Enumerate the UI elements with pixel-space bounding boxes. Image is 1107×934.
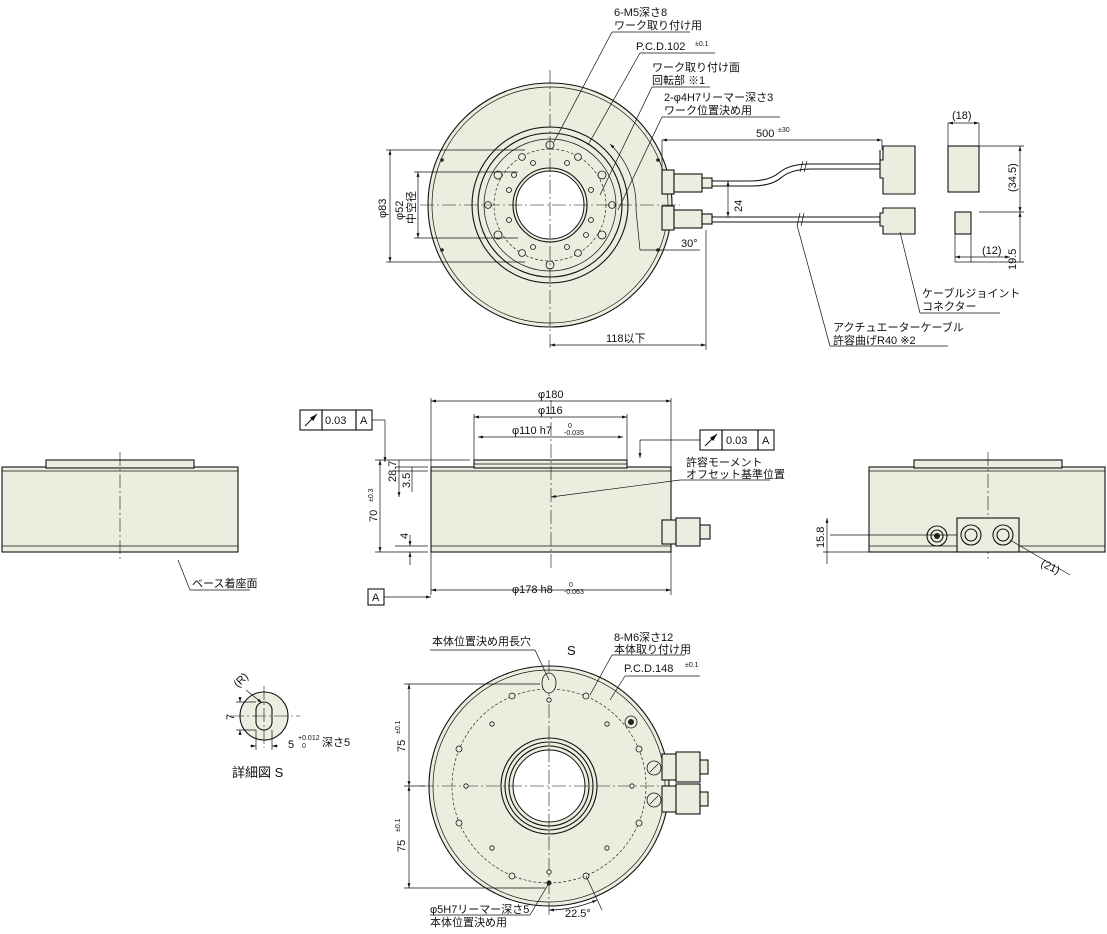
bend-label: 許容曲げR40 ※2: [833, 333, 916, 347]
dim-18: (18): [952, 110, 972, 122]
joint-label: ケーブルジョイント: [922, 286, 1020, 300]
detail-dim7: 7: [225, 714, 237, 720]
dim-500-tol: ±30: [778, 127, 790, 134]
dim-110-up: 0: [568, 423, 572, 430]
dim-70: 70: [368, 510, 380, 522]
dim-30deg: 30°: [681, 238, 698, 250]
dim-83: φ83: [377, 199, 389, 218]
m6-label: 8-M6深さ12: [614, 631, 673, 644]
top-connectors: [661, 145, 916, 235]
dim-70-tol: ±0.3: [368, 488, 375, 502]
base-face-label: ベース着座面: [192, 576, 257, 590]
dim-52: φ52: [394, 201, 406, 220]
side-view-center: [430, 400, 711, 570]
dim-118: 118以下: [606, 333, 646, 345]
m5-use-label: ワーク取り付け用: [614, 19, 702, 32]
dim-178-lo: -0.063: [564, 589, 584, 596]
dim-75a-tol: ±0.1: [395, 720, 402, 734]
connector-end-view-upper: [947, 145, 980, 193]
tol2-value: 0.03: [726, 435, 747, 447]
dim-345: (34.5): [1007, 163, 1019, 192]
dim-287: 28.7: [387, 461, 399, 482]
dim-195: 19.5: [1007, 249, 1019, 270]
dim-12: (12): [982, 245, 1002, 257]
cable-label: アクチュエーターケーブル: [833, 320, 964, 334]
dim-116: φ116: [538, 405, 563, 417]
dim-75a: 75: [396, 740, 408, 752]
side-view-left: [1, 452, 239, 560]
detail-dim5: 5: [288, 739, 294, 751]
side-annotations: [177, 398, 1071, 606]
bottom-annotations: [404, 649, 700, 916]
top-annotations: [386, 31, 1024, 350]
dim-75b-tol: ±0.1: [395, 818, 402, 832]
tol1-value: 0.03: [325, 415, 346, 427]
dim-178-up: 0: [569, 582, 573, 589]
reamer5-use-label: 本体位置決め用: [430, 915, 507, 929]
pcd102-tol: ±0.1: [695, 41, 709, 48]
bottom-bolt-holes: [455, 672, 662, 886]
m6-use-label: 本体取り付け用: [614, 642, 691, 656]
dim-75b: 75: [396, 840, 408, 852]
hollow-label: 中空径: [404, 191, 418, 224]
reamer-label: 2-φ4H7リーマー深さ3: [664, 91, 773, 104]
connector-end-view-lower: [954, 211, 972, 235]
rot-face-label2: 回転部 ※1: [652, 73, 705, 87]
pcd148-label: P.C.D.148: [624, 663, 673, 675]
bottom-view: [404, 649, 709, 916]
dim-178: φ178 h8: [512, 584, 553, 596]
pcd148-tol: ±0.1: [685, 662, 699, 669]
moment-label: 許容モーメント: [686, 455, 763, 469]
dim-35: 3.5: [401, 473, 413, 488]
dim-110-lo: -0.035: [564, 430, 584, 437]
detail-dim5-lo: 0: [302, 743, 306, 750]
tol2-ref: A: [762, 435, 770, 447]
detail-s: [230, 686, 300, 750]
dim-4: 4: [399, 533, 411, 539]
dim-500: 500: [756, 128, 774, 140]
dim-225: 22.5°: [565, 908, 591, 920]
moment-label2: オフセット基準位置: [686, 467, 785, 481]
dim-180: φ180: [538, 389, 564, 401]
m5-label: 6-M5深さ8: [614, 6, 667, 19]
tol1-ref: A: [360, 415, 368, 427]
side-view-right: [830, 452, 1106, 560]
dim-158: 15.8: [815, 527, 827, 548]
dim-24: 24: [733, 200, 745, 212]
top-view: 6-M5深さ8 ワーク取り付け用 P.C.D.102 ±0.1 ワーク取り付け面…: [377, 6, 1024, 350]
reamer-use-label: ワーク位置決め用: [664, 103, 752, 117]
reamer5-label: φ5H7リーマー深さ5: [430, 903, 529, 916]
s-mark: S: [567, 643, 576, 658]
dim-21: (21): [1039, 558, 1062, 577]
connector-label: コネクター: [922, 300, 977, 313]
slot-label: 本体位置決め用長穴: [432, 634, 531, 648]
detail-title: 詳細図 S: [232, 765, 284, 780]
bottom-connectors: [661, 751, 709, 815]
rot-face-label: ワーク取り付け面: [652, 61, 740, 74]
dim-110: φ110 h7: [512, 425, 552, 437]
side-connector: [661, 517, 711, 547]
pcd102-label: P.C.D.102: [636, 41, 685, 53]
datum-a: A: [372, 592, 380, 604]
detail-dim5-up: +0.012: [298, 735, 320, 742]
detail-r: (R): [232, 671, 251, 690]
detail-depth: 深さ5: [322, 736, 350, 749]
